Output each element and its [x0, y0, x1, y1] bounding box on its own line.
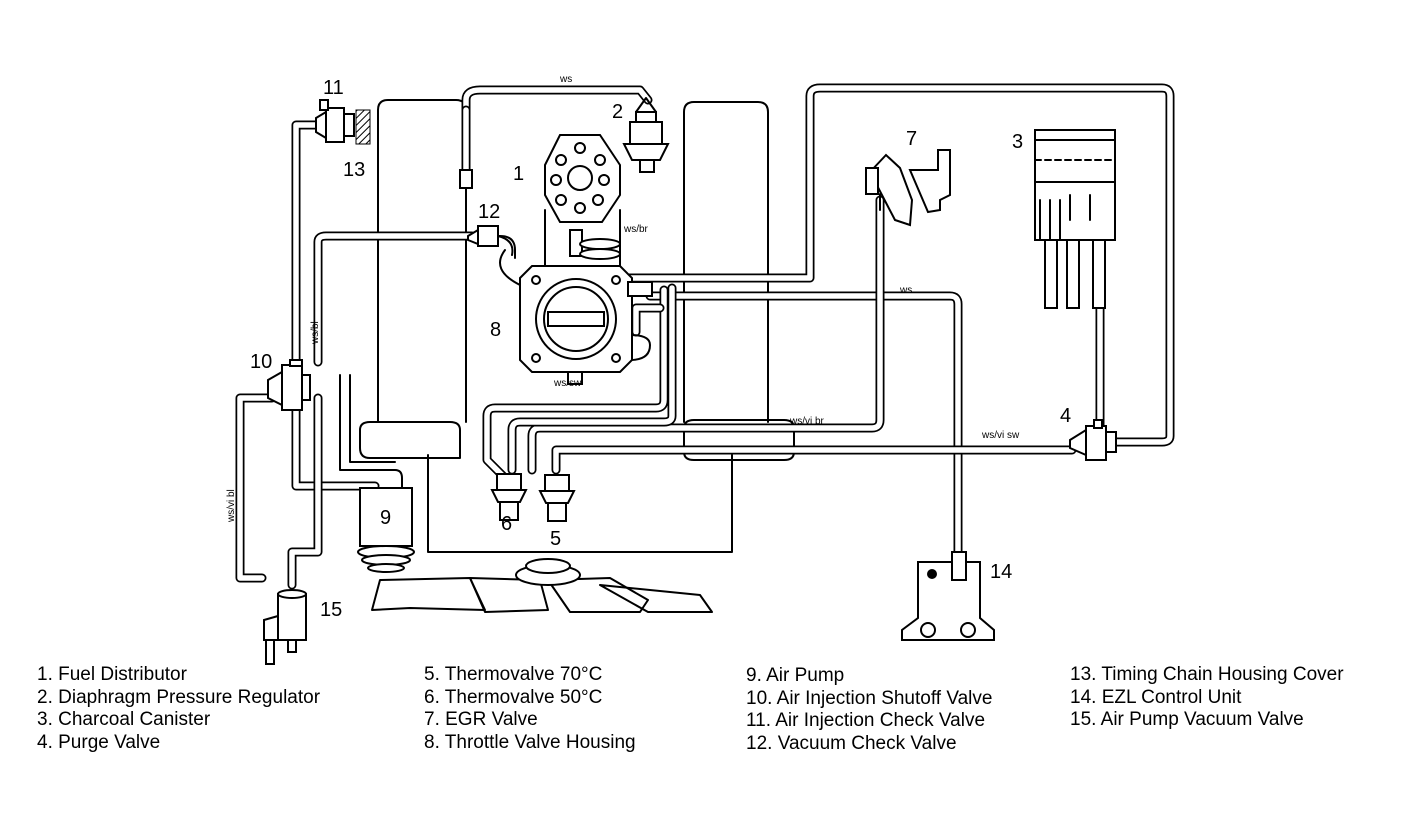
legend-item: 5. Thermovalve 70°C	[424, 664, 603, 685]
air-injection-shutoff-valve	[267, 359, 311, 411]
legend-item: 7. EGR Valve	[424, 709, 538, 730]
legend-item: 13. Timing Chain Housing Cover	[1070, 664, 1344, 685]
label-ws-vi-br: ws/vi br	[789, 416, 825, 427]
callout-14: 14	[990, 561, 1012, 583]
legend-item: 11. Air Injection Check Valve	[746, 710, 986, 731]
callout-1: 1	[513, 163, 524, 185]
callout-numbers: 11 13 2 1 12 7 3 8 10 4 9 6 5 14 15	[250, 77, 1071, 621]
callout-4: 4	[1060, 405, 1071, 427]
callout-8: 8	[490, 319, 501, 341]
legend-item: 6. Thermovalve 50°C	[424, 686, 603, 708]
hose-color-labels: ws ws/br ws ws/sw ws/vi br ws/vi sw ws/b…	[226, 74, 1020, 523]
label-ws-top: ws	[559, 74, 572, 85]
callout-15: 15	[320, 599, 342, 621]
label-ws-br: ws/br	[623, 224, 649, 235]
callout-6: 6	[501, 513, 512, 535]
air-pump-vacuum-valve	[263, 589, 307, 665]
diaphragm-pressure-regulator	[622, 97, 670, 173]
callout-9: 9	[380, 507, 391, 529]
thermovalve-70	[538, 474, 576, 522]
hose-12-end	[459, 169, 473, 189]
legend-item: 12. Vacuum Check Valve	[746, 732, 957, 754]
callout-13: 13	[343, 159, 365, 181]
legend-item: 10. Air Injection Shutoff Valve	[746, 687, 993, 709]
callout-3: 3	[1012, 131, 1023, 153]
callout-10: 10	[250, 351, 272, 373]
legend-item: 2. Diaphragm Pressure Regulator	[37, 686, 321, 708]
legend-item: 4. Purge Valve	[37, 731, 161, 753]
vacuum-hoses	[235, 83, 1175, 590]
charcoal-canister	[1034, 129, 1116, 309]
air-pump	[357, 487, 415, 573]
label-ws-bl: ws/bl	[310, 321, 321, 345]
legend-item: 14. EZL Control Unit	[1070, 686, 1242, 708]
legend-column-2: 5. Thermovalve 70°C 6. Thermovalve 50°C …	[424, 664, 636, 754]
legend-item: 3. Charcoal Canister	[37, 709, 211, 730]
label-ws-mid: ws	[899, 285, 912, 296]
callout-7: 7	[906, 128, 917, 150]
callout-5: 5	[550, 528, 561, 550]
callout-12: 12	[478, 201, 500, 223]
ezl-control-unit	[901, 551, 995, 641]
cooling-fan	[371, 558, 713, 613]
legend-column-3: 9. Air Pump 10. Air Injection Shutoff Va…	[746, 665, 992, 755]
timing-chain-housing-cover	[355, 109, 371, 145]
fuel-distributor	[544, 134, 621, 271]
callout-11: 11	[323, 77, 344, 99]
legend-item: 8. Throttle Valve Housing	[424, 731, 636, 753]
label-ws-vi-bl: ws/vi bl	[226, 489, 237, 523]
egr-valve	[865, 149, 951, 227]
label-ws-vi-sw: ws/vi sw	[981, 430, 1020, 441]
vacuum-check-valve	[467, 225, 514, 256]
legend-column-1: 1. Fuel Distributor 2. Diaphragm Pressur…	[37, 664, 320, 754]
thermovalve-50	[490, 473, 528, 521]
callout-2: 2	[612, 101, 623, 123]
legend-item: 1. Fuel Distributor	[37, 664, 187, 685]
purge-valve	[1069, 419, 1117, 461]
air-injection-check-valve	[315, 99, 355, 143]
legend-item: 9. Air Pump	[746, 665, 845, 686]
throttle-valve-housing	[519, 229, 653, 385]
legend-column-4: 13. Timing Chain Housing Cover 14. EZL C…	[1070, 664, 1344, 732]
legend-item: 15. Air Pump Vacuum Valve	[1070, 709, 1304, 730]
label-ws-sw: ws/sw	[553, 378, 582, 389]
